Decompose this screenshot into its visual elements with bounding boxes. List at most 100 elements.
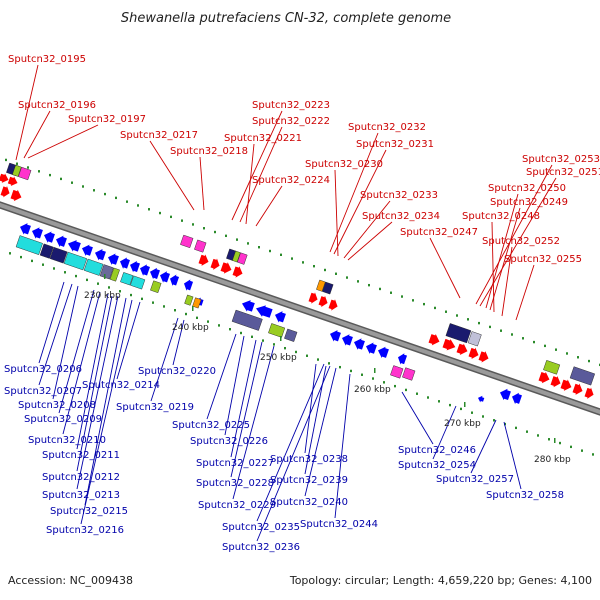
leader-top <box>231 110 283 221</box>
reverse-gene-23-shape <box>398 353 408 365</box>
tick-bottom <box>119 290 121 293</box>
forward-gene-15 <box>550 375 561 388</box>
reverse-gene-17 <box>275 311 286 323</box>
forward-gene-6 <box>308 292 318 304</box>
tick-top <box>280 253 282 256</box>
feature-box-28-shape <box>284 328 298 342</box>
reverse-gene-7-shape <box>108 253 119 265</box>
gene-label-top: Sputcn32_0250 <box>488 183 566 194</box>
genome-summary: Topology: circular; Length: 4,659,220 bp… <box>289 574 592 587</box>
feature-box-25-shape <box>192 297 202 309</box>
forward-gene-8-shape <box>328 299 338 311</box>
gene-label-bottom: Sputcn32_0219 <box>116 402 194 413</box>
leader-bottom <box>38 283 73 386</box>
forward-gene-18-shape <box>584 387 594 399</box>
feature-box-4-shape <box>194 239 207 253</box>
reverse-gene-17-shape <box>275 311 286 323</box>
leader-bottom <box>172 319 185 366</box>
scale-label: 240 kbp <box>172 323 209 333</box>
feature-box-15-shape <box>39 243 54 259</box>
forward-gene-6-shape <box>308 292 318 304</box>
leader-top <box>491 221 495 313</box>
tick-top <box>346 276 348 279</box>
tick-top <box>390 291 392 294</box>
tick-bottom <box>526 430 528 433</box>
tick-top <box>159 211 161 215</box>
forward-gene-3 <box>210 258 220 270</box>
reverse-gene-8 <box>120 257 130 269</box>
feature-box-22 <box>130 275 146 290</box>
gene-label-bottom: Sputcn32_0212 <box>42 472 120 483</box>
leader-top <box>149 140 195 211</box>
reverse-gene-18 <box>330 330 341 342</box>
tick-bottom <box>75 274 77 278</box>
tick-top <box>500 329 502 332</box>
reverse-gene-12 <box>160 271 170 283</box>
backbone-line <box>0 202 600 415</box>
tick-bottom <box>108 286 110 289</box>
leader-top <box>489 207 521 311</box>
leader-top <box>15 64 39 161</box>
tick-bottom <box>306 354 308 357</box>
leader-bottom <box>304 365 327 475</box>
forward-gene-17-shape <box>572 383 583 395</box>
reverse-gene-11-shape <box>150 267 160 280</box>
tick-bottom <box>438 400 440 403</box>
feature-box-12 <box>543 360 561 375</box>
forward-gene-left-a-shape <box>0 173 9 183</box>
leader-bottom <box>304 367 337 497</box>
reverse-gene-20 <box>354 338 365 350</box>
gene-label-bottom: Sputcn32_0254 <box>398 460 476 471</box>
tick-top <box>522 337 524 340</box>
map-title: Shewanella putrefaciens CN-32, complete … <box>121 11 451 26</box>
tick-top <box>60 177 62 181</box>
tick-bottom <box>174 309 176 312</box>
tick-top <box>181 219 183 222</box>
tick-bottom <box>86 278 88 282</box>
feature-box-16-shape <box>49 247 68 264</box>
reverse-gene-3-shape <box>56 235 67 247</box>
reverse-gene-7 <box>108 253 119 265</box>
forward-gene-16 <box>560 379 572 391</box>
forward-gene-13-shape <box>478 351 489 363</box>
reverse-gene-0 <box>20 223 31 235</box>
gene-label-bottom: Sputcn32_0207 <box>4 386 82 397</box>
forward-gene-17 <box>572 383 583 395</box>
feature-box-28 <box>284 328 298 342</box>
tick-top <box>489 325 491 329</box>
gene-label-top: Sputcn32_0248 <box>462 211 540 222</box>
tick-bottom <box>31 259 33 263</box>
leader-top <box>245 143 255 225</box>
gene-label-top: Sputcn32_0255 <box>504 254 582 265</box>
reverse-gene-2-shape <box>44 231 55 243</box>
forward-gene-left-b-shape <box>7 176 18 187</box>
tick-bottom <box>559 441 561 445</box>
tick-top <box>434 306 436 310</box>
tick-top <box>115 196 117 200</box>
tick-top <box>467 318 469 321</box>
tick-bottom <box>581 449 583 452</box>
feature-box-30 <box>402 367 416 381</box>
tick-bottom <box>240 331 242 335</box>
gene-label-top: Sputcn32_0232 <box>348 122 426 133</box>
tick-top <box>192 223 194 226</box>
reverse-gene-12-shape <box>160 271 170 283</box>
feature-box-2 <box>18 166 32 181</box>
tick-top <box>456 314 458 317</box>
tick-bottom <box>20 255 22 259</box>
feature-box-1 <box>12 164 22 177</box>
tick-bottom <box>295 350 297 354</box>
tick-top <box>27 166 29 169</box>
reverse-gene-1-shape <box>32 227 43 239</box>
scale-label: 270 kbp <box>444 419 481 429</box>
tick-bottom <box>372 377 374 380</box>
tick-top <box>577 356 579 359</box>
feature-box-14 <box>15 235 43 255</box>
reverse-gene-3 <box>56 235 67 247</box>
gene-label-top: Sputcn32_0222 <box>252 116 330 127</box>
forward-gene-8 <box>328 299 338 311</box>
tick-bottom <box>207 320 209 323</box>
tick-top <box>269 249 271 253</box>
gene-label-bottom: Sputcn32_0239 <box>270 475 348 486</box>
